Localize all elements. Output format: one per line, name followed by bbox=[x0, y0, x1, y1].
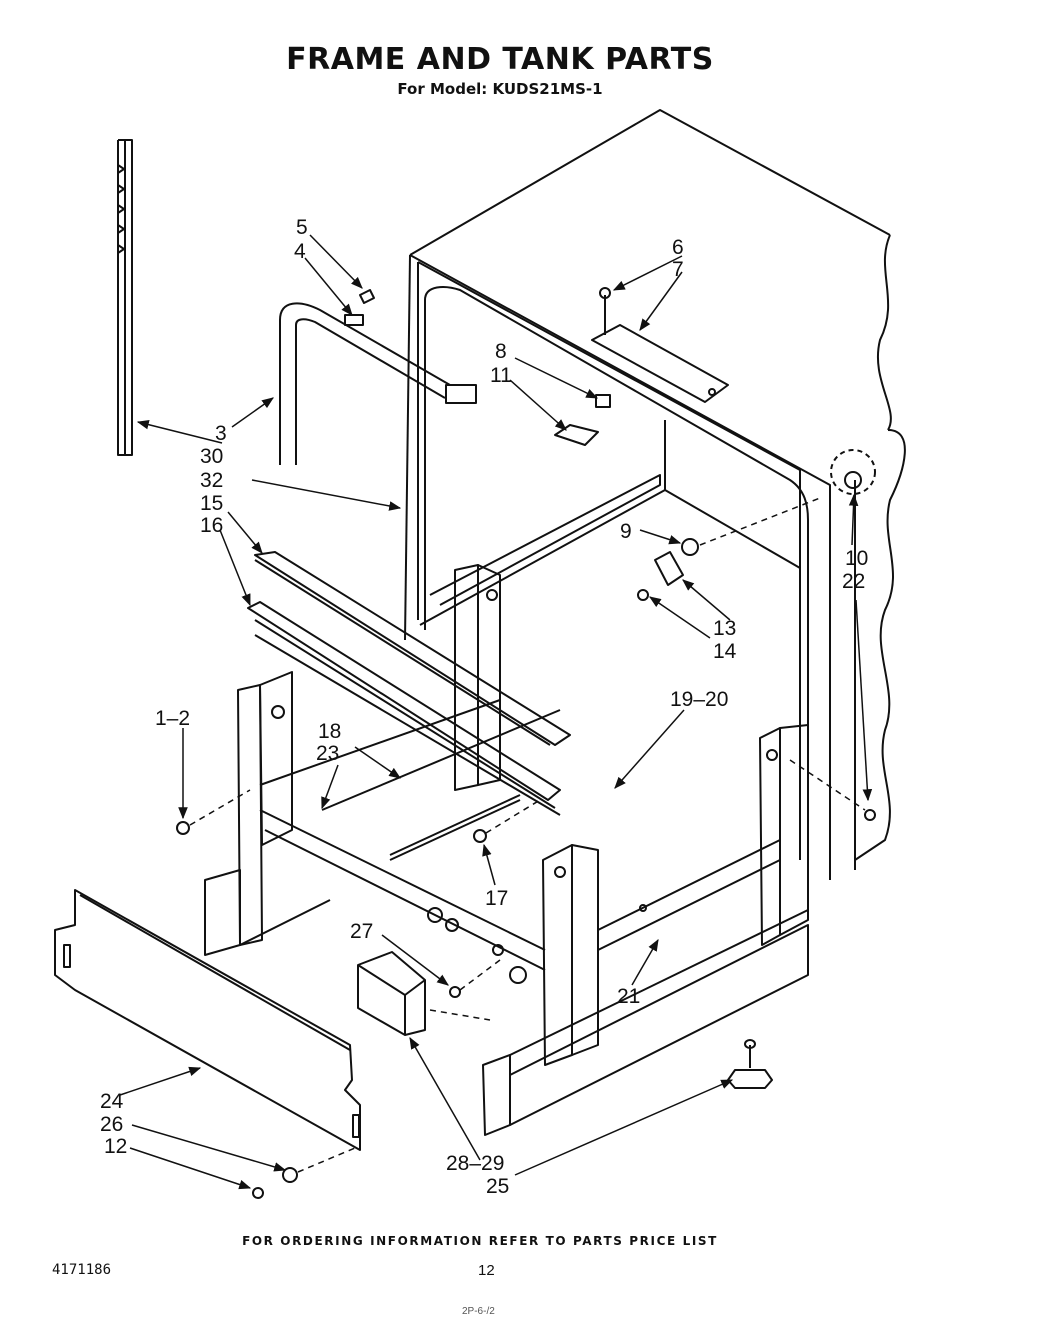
clip-part bbox=[595, 394, 611, 408]
callout-27: 27 bbox=[350, 920, 373, 943]
callout-32: 32 bbox=[200, 469, 223, 492]
callout-4: 4 bbox=[294, 240, 306, 263]
leader-lines bbox=[119, 234, 873, 1190]
callout-9: 9 bbox=[620, 520, 632, 543]
callout-14: 14 bbox=[713, 640, 737, 663]
spring-clip bbox=[554, 424, 599, 446]
leveling-leg bbox=[727, 1039, 773, 1089]
callout-16: 16 bbox=[200, 514, 223, 537]
callout-26: 26 bbox=[100, 1113, 123, 1136]
print-stamp: 2P-6-/2 bbox=[462, 1306, 495, 1317]
tank-outline bbox=[404, 109, 906, 880]
alignment-lines bbox=[189, 497, 866, 1173]
callout-22: 22 bbox=[842, 570, 865, 593]
callout-7: 7 bbox=[672, 258, 684, 281]
fasteners bbox=[176, 289, 876, 1199]
callout-1-2: 1–2 bbox=[155, 707, 190, 730]
callout-12: 12 bbox=[104, 1135, 127, 1158]
callout-10: 10 bbox=[845, 547, 868, 570]
callout-11: 11 bbox=[490, 364, 512, 387]
hinge-bracket bbox=[591, 287, 729, 403]
tube-frame bbox=[279, 302, 477, 465]
callout-21: 21 bbox=[617, 985, 640, 1008]
callout-25: 25 bbox=[486, 1175, 509, 1198]
frame-uprights bbox=[237, 564, 809, 1066]
callout-24: 24 bbox=[100, 1090, 124, 1113]
callout-19-20: 19–20 bbox=[670, 688, 728, 711]
callout-3: 3 bbox=[215, 422, 227, 445]
base-frame bbox=[204, 699, 809, 1136]
kick-plate bbox=[54, 889, 361, 1151]
side-rail bbox=[117, 139, 133, 456]
callout-6: 6 bbox=[672, 236, 684, 259]
callout-17: 17 bbox=[485, 887, 508, 910]
callout-labels: 5 4 6 7 8 11 3 30 32 15 16 9 10 22 13 14… bbox=[100, 216, 868, 1198]
callout-28-29: 28–29 bbox=[446, 1152, 504, 1175]
callout-5: 5 bbox=[296, 216, 308, 239]
control-box bbox=[357, 951, 426, 1036]
callout-18: 18 bbox=[318, 720, 341, 743]
page-title: FRAME AND TANK PARTS bbox=[286, 42, 714, 77]
model-subtitle: For Model: KUDS21MS-1 bbox=[397, 80, 603, 98]
callout-8: 8 bbox=[495, 340, 507, 363]
ordering-footer: FOR ORDERING INFORMATION REFER TO PARTS … bbox=[242, 1234, 718, 1248]
callout-30: 30 bbox=[200, 445, 223, 468]
callout-15: 15 bbox=[200, 492, 223, 515]
document-number: 4171186 bbox=[52, 1262, 112, 1278]
page-number: 12 bbox=[478, 1262, 495, 1279]
callout-13: 13 bbox=[713, 617, 736, 640]
callout-23: 23 bbox=[316, 742, 339, 765]
